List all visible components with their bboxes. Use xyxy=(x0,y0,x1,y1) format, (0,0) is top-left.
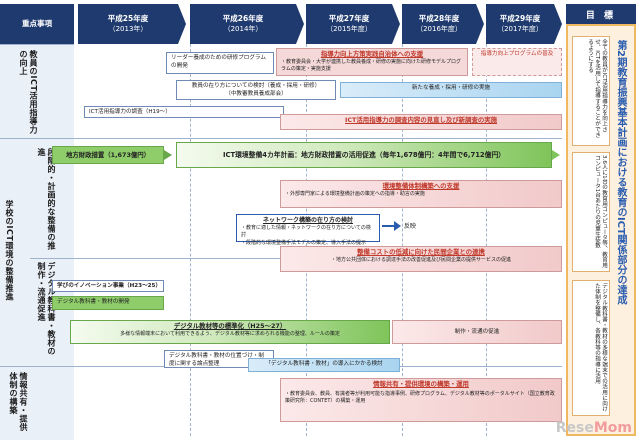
year-sub: （2016年度） xyxy=(416,25,462,33)
network-box: ネットワーク構築の在り方の検討 ・教育に適した情報・ネットワークの在り方について… xyxy=(236,214,380,246)
header-arrow xyxy=(476,4,484,44)
network-sub2: ・段階的な環境整備手法モデルの策定、導入手法の提示 xyxy=(241,239,367,246)
cost-title: 整備コストの低減に向けた民間企業との連携 xyxy=(357,248,485,256)
teacher-research-sub: （中教審教員養成部会） xyxy=(225,90,287,97)
header-arrow xyxy=(554,4,562,44)
header-priority: 重点事項 xyxy=(0,4,74,44)
section-systematic-label: 段階的・計画的な整備の推進 xyxy=(37,148,56,250)
grid-line xyxy=(486,44,487,436)
reflect-label: 反映 xyxy=(404,223,417,230)
header-priority-label: 重点事項 xyxy=(22,19,52,28)
model-support-sub: ・教育委員会・大学が連携した教員養成・研修の実施に向けた研修モデルプログラムの策… xyxy=(281,58,462,73)
header-year-2016: 平成28年度 （2016年度） xyxy=(402,4,476,44)
digital-dev-text: デジタル教科書・教材の開発 xyxy=(57,299,130,305)
goal-header-label: 目 標 xyxy=(585,10,617,21)
year-label: 平成28年度 xyxy=(418,14,460,23)
four-year-plan-text: ICT環境整備4カ年計画：地方財政措置の活用促進（毎年1,678億円：4年間で6… xyxy=(222,151,506,159)
standardize-sub: 多様な情報端末において利用できるよう、デジタル教材等に求められる機能の整理、ルー… xyxy=(120,330,340,337)
arrow-icon xyxy=(552,150,560,160)
arrow-icon xyxy=(164,150,172,160)
watermark-logo: ReseMom xyxy=(556,420,632,436)
local-finance-text: 地方財政措置（1,673億円） xyxy=(65,151,151,159)
year-label: 平成25年度 xyxy=(107,14,149,23)
section-school-bg xyxy=(0,138,74,366)
network-title: ネットワーク構築の在り方の検討 xyxy=(262,217,353,224)
digital-dev-box: デジタル教科書・教材の開発 xyxy=(52,296,164,310)
goal-header: 目 標 xyxy=(566,4,636,24)
model-support-title: 指導力向上方策実践自治体への支援 xyxy=(320,50,424,58)
header-arrow xyxy=(296,4,304,44)
reflect-arrow-icon xyxy=(394,221,401,231)
section-school-label: 学校のICT環境の整備推進 xyxy=(5,200,14,301)
section-info-label: 情報共有・提供体制の構築 xyxy=(9,372,28,432)
four-year-plan-box: ICT環境整備4カ年計画：地方財政措置の活用促進（毎年1,678億円：4年間で6… xyxy=(176,142,552,168)
year-label: 平成29年度 xyxy=(499,14,541,23)
introduction-text: 「デジタル教科書・教材」の導入にかかる検討 xyxy=(265,361,383,367)
leader-program-box: リーダー養成のための研修プログラムの開発 xyxy=(166,52,274,74)
new-training-text: 新たな養成・採用・研修の実施 xyxy=(411,85,491,91)
production-text: 制作・流通の促進 xyxy=(454,329,500,335)
header-year-2015: 平成27年度 （2015年度） xyxy=(306,4,392,44)
section-teacher-bg xyxy=(0,44,74,138)
production-box: 制作・流通の促進 xyxy=(392,320,562,344)
header-arrow xyxy=(392,4,400,44)
watermark-b: Mom xyxy=(593,420,632,436)
teacher-research-box: 教員の在り方についての検討（養成・採用・研修） （中教審教員養成部会） xyxy=(176,80,336,100)
cost-box: 整備コストの低減に向けた民間企業との連携 ・地方公共団体における調達手法の改善促… xyxy=(280,246,562,272)
env-support-sub: ・外部専門家による環境整備計画の策定への指導・助言の実施 xyxy=(285,190,425,197)
year-sub: （2017年度） xyxy=(497,25,543,33)
positioning-box: デジタル教科書・教材の位置づけ・制度に関する論点整理 xyxy=(164,350,274,368)
year-label: 平成27年度 xyxy=(328,14,370,23)
model-support-box: 指導力向上方策実践自治体への支援 ・教育委員会・大学が連携した教員養成・研修の実… xyxy=(276,48,468,76)
innovation-box: 学びのイノベーション事業（H23〜25） xyxy=(52,280,164,292)
guidance-book-text: 指導力向上プログラムの普及 xyxy=(480,51,554,57)
year-sub: （2015年度） xyxy=(326,25,372,33)
year-label: 平成26年度 xyxy=(222,14,264,23)
standardize-box: デジタル教材等の標準化（H25〜27） 多様な情報端末において利用できるよう、デ… xyxy=(70,320,390,344)
env-support-box: 環境整備体制構築への支援 ・外部専門家による環境整備計画の策定への指導・助言の実… xyxy=(280,180,562,208)
grid-line xyxy=(190,44,191,436)
standardize-title: デジタル教材等の標準化（H25〜27） xyxy=(173,322,287,330)
header-year-2017: 平成29年度 （2017年度） xyxy=(486,4,554,44)
introduction-box: 「デジタル教科書・教材」の導入にかかる検討 xyxy=(248,358,400,372)
header-year-2014: 平成26年度 （2014年） xyxy=(190,4,296,44)
year-sub: （2013年） xyxy=(108,25,148,33)
innovation-text: 学びのイノベーション事業（H23〜25） xyxy=(57,283,162,289)
ict-survey-box: ICT活用指導力の調査（H19〜） xyxy=(84,106,284,118)
section-digital-label: デジタル教科書・教材の制作・流通促進 xyxy=(37,262,56,356)
ict-survey-text: ICT活用指導力の調査（H19〜） xyxy=(89,109,171,115)
header-year-2013: 平成25年度 （2013年） xyxy=(78,4,178,44)
grid-line xyxy=(402,44,403,436)
positioning-text: デジタル教科書・教材の位置づけ・制度に関する論点整理 xyxy=(169,353,264,367)
network-sub1: ・教育に適した情報・ネットワークの在り方についての検討 xyxy=(241,224,371,239)
info-share-box: 情報共有・提供環境の構築・運用 ・教育委員会、教員、有識者等が利用可能な指導事例… xyxy=(280,378,562,422)
header-arrow xyxy=(178,4,186,44)
cost-sub: ・地方公共団体における調達手法の改善促進及び民間企業の提供サービスの促進 xyxy=(330,256,511,263)
teacher-research-text: 教員の在り方についての検討（養成・採用・研修） xyxy=(191,83,321,89)
env-support-title: 環境整備体制構築への支援 xyxy=(382,182,460,190)
goal-big: 第2期教育振興基本計画における教育のICT関係部分の達成 xyxy=(615,40,626,305)
reflect-arrow-line xyxy=(382,225,396,227)
info-share-title: 情報共有・提供環境の構築・運用 xyxy=(373,380,469,388)
watermark-a: Rese xyxy=(555,420,594,436)
info-share-sub: ・教育委員会、教員、有識者等が利用可能な指導事例、研修プログラム、デジタル教材等… xyxy=(285,390,555,405)
row-separator xyxy=(0,138,562,139)
leader-program-text: リーダー養成のための研修プログラムの開発 xyxy=(171,55,266,69)
goal-middle: 3.6人に1台の教育用コンピュータ等、教育用コンピュータ1台あたりの児童生徒数 xyxy=(572,152,610,272)
goal-top: 全ての教員がICT活用指導力を向上させ、ICTを活用して指導することができるよう… xyxy=(572,36,610,146)
guidance-book-box: 指導力向上プログラムの普及 xyxy=(472,48,562,76)
ict-review-box: ICT活用指導力の調査内容の見直し及び新調査の実施 xyxy=(280,114,562,130)
goal-bottom: デジタル教科書・教材の多様な端末での活用に向けた体制を整備し、各教科等の指導に活… xyxy=(572,280,610,416)
local-finance-box: 地方財政措置（1,673億円） xyxy=(52,146,164,164)
ict-review-text: ICT活用指導力の調査内容の見直し及び新調査の実施 xyxy=(344,116,498,124)
section-teacher-label: 教員のICT活用指導力の向上 xyxy=(19,50,38,134)
new-training-box: 新たな養成・採用・研修の実施 xyxy=(340,82,562,98)
year-sub: （2014年） xyxy=(223,25,263,33)
